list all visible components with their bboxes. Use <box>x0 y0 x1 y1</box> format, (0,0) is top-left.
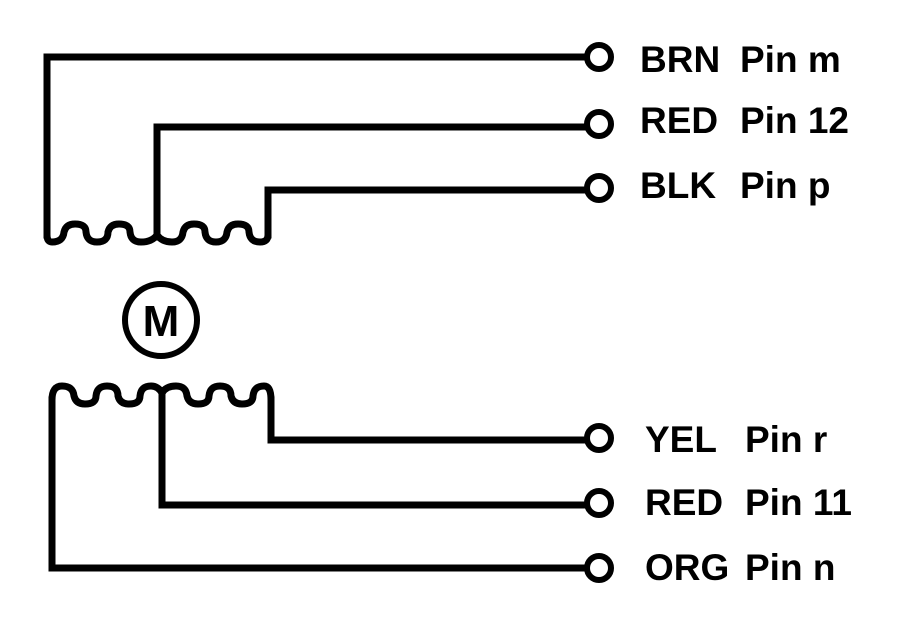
label-red11-color: RED <box>645 482 723 523</box>
upper-wire-brn <box>43 53 591 239</box>
terminal-yel <box>584 423 614 453</box>
lower-wire-yel <box>267 396 591 444</box>
label-blk-color: BLK <box>640 165 716 206</box>
upper-wire-blk <box>264 186 591 239</box>
motor-ring <box>122 281 200 359</box>
label-red12-color: RED <box>640 100 718 141</box>
label-red11-pin: Pin 11 <box>745 482 852 523</box>
upper-winding: BRN Pin m RED Pin 12 BLK Pin p <box>43 39 849 246</box>
label-yel-color: YEL <box>645 419 717 460</box>
label-yel-pin: Pin r <box>745 419 827 460</box>
terminal-red-11 <box>584 488 614 518</box>
motor-letter: M <box>143 297 180 346</box>
motor-symbol: M <box>122 281 200 359</box>
lower-wire-red <box>158 389 591 509</box>
lower-winding: YEL Pin r RED Pin 11 ORG Pin n <box>48 382 852 588</box>
label-org-pin: Pin n <box>745 547 835 588</box>
label-brn-pin: Pin m <box>740 39 841 80</box>
terminal-org <box>584 553 614 583</box>
lower-wire-org <box>48 396 591 572</box>
label-org-color: ORG <box>645 547 729 588</box>
terminal-red-12 <box>584 109 614 139</box>
terminal-blk <box>584 173 614 203</box>
label-red12-pin: Pin 12 <box>740 100 849 141</box>
label-blk-pin: Pin p <box>740 165 830 206</box>
upper-wire-red <box>153 123 591 239</box>
label-brn-color: BRN <box>640 39 720 80</box>
upper-coil <box>43 220 272 246</box>
terminal-brn <box>584 42 614 72</box>
